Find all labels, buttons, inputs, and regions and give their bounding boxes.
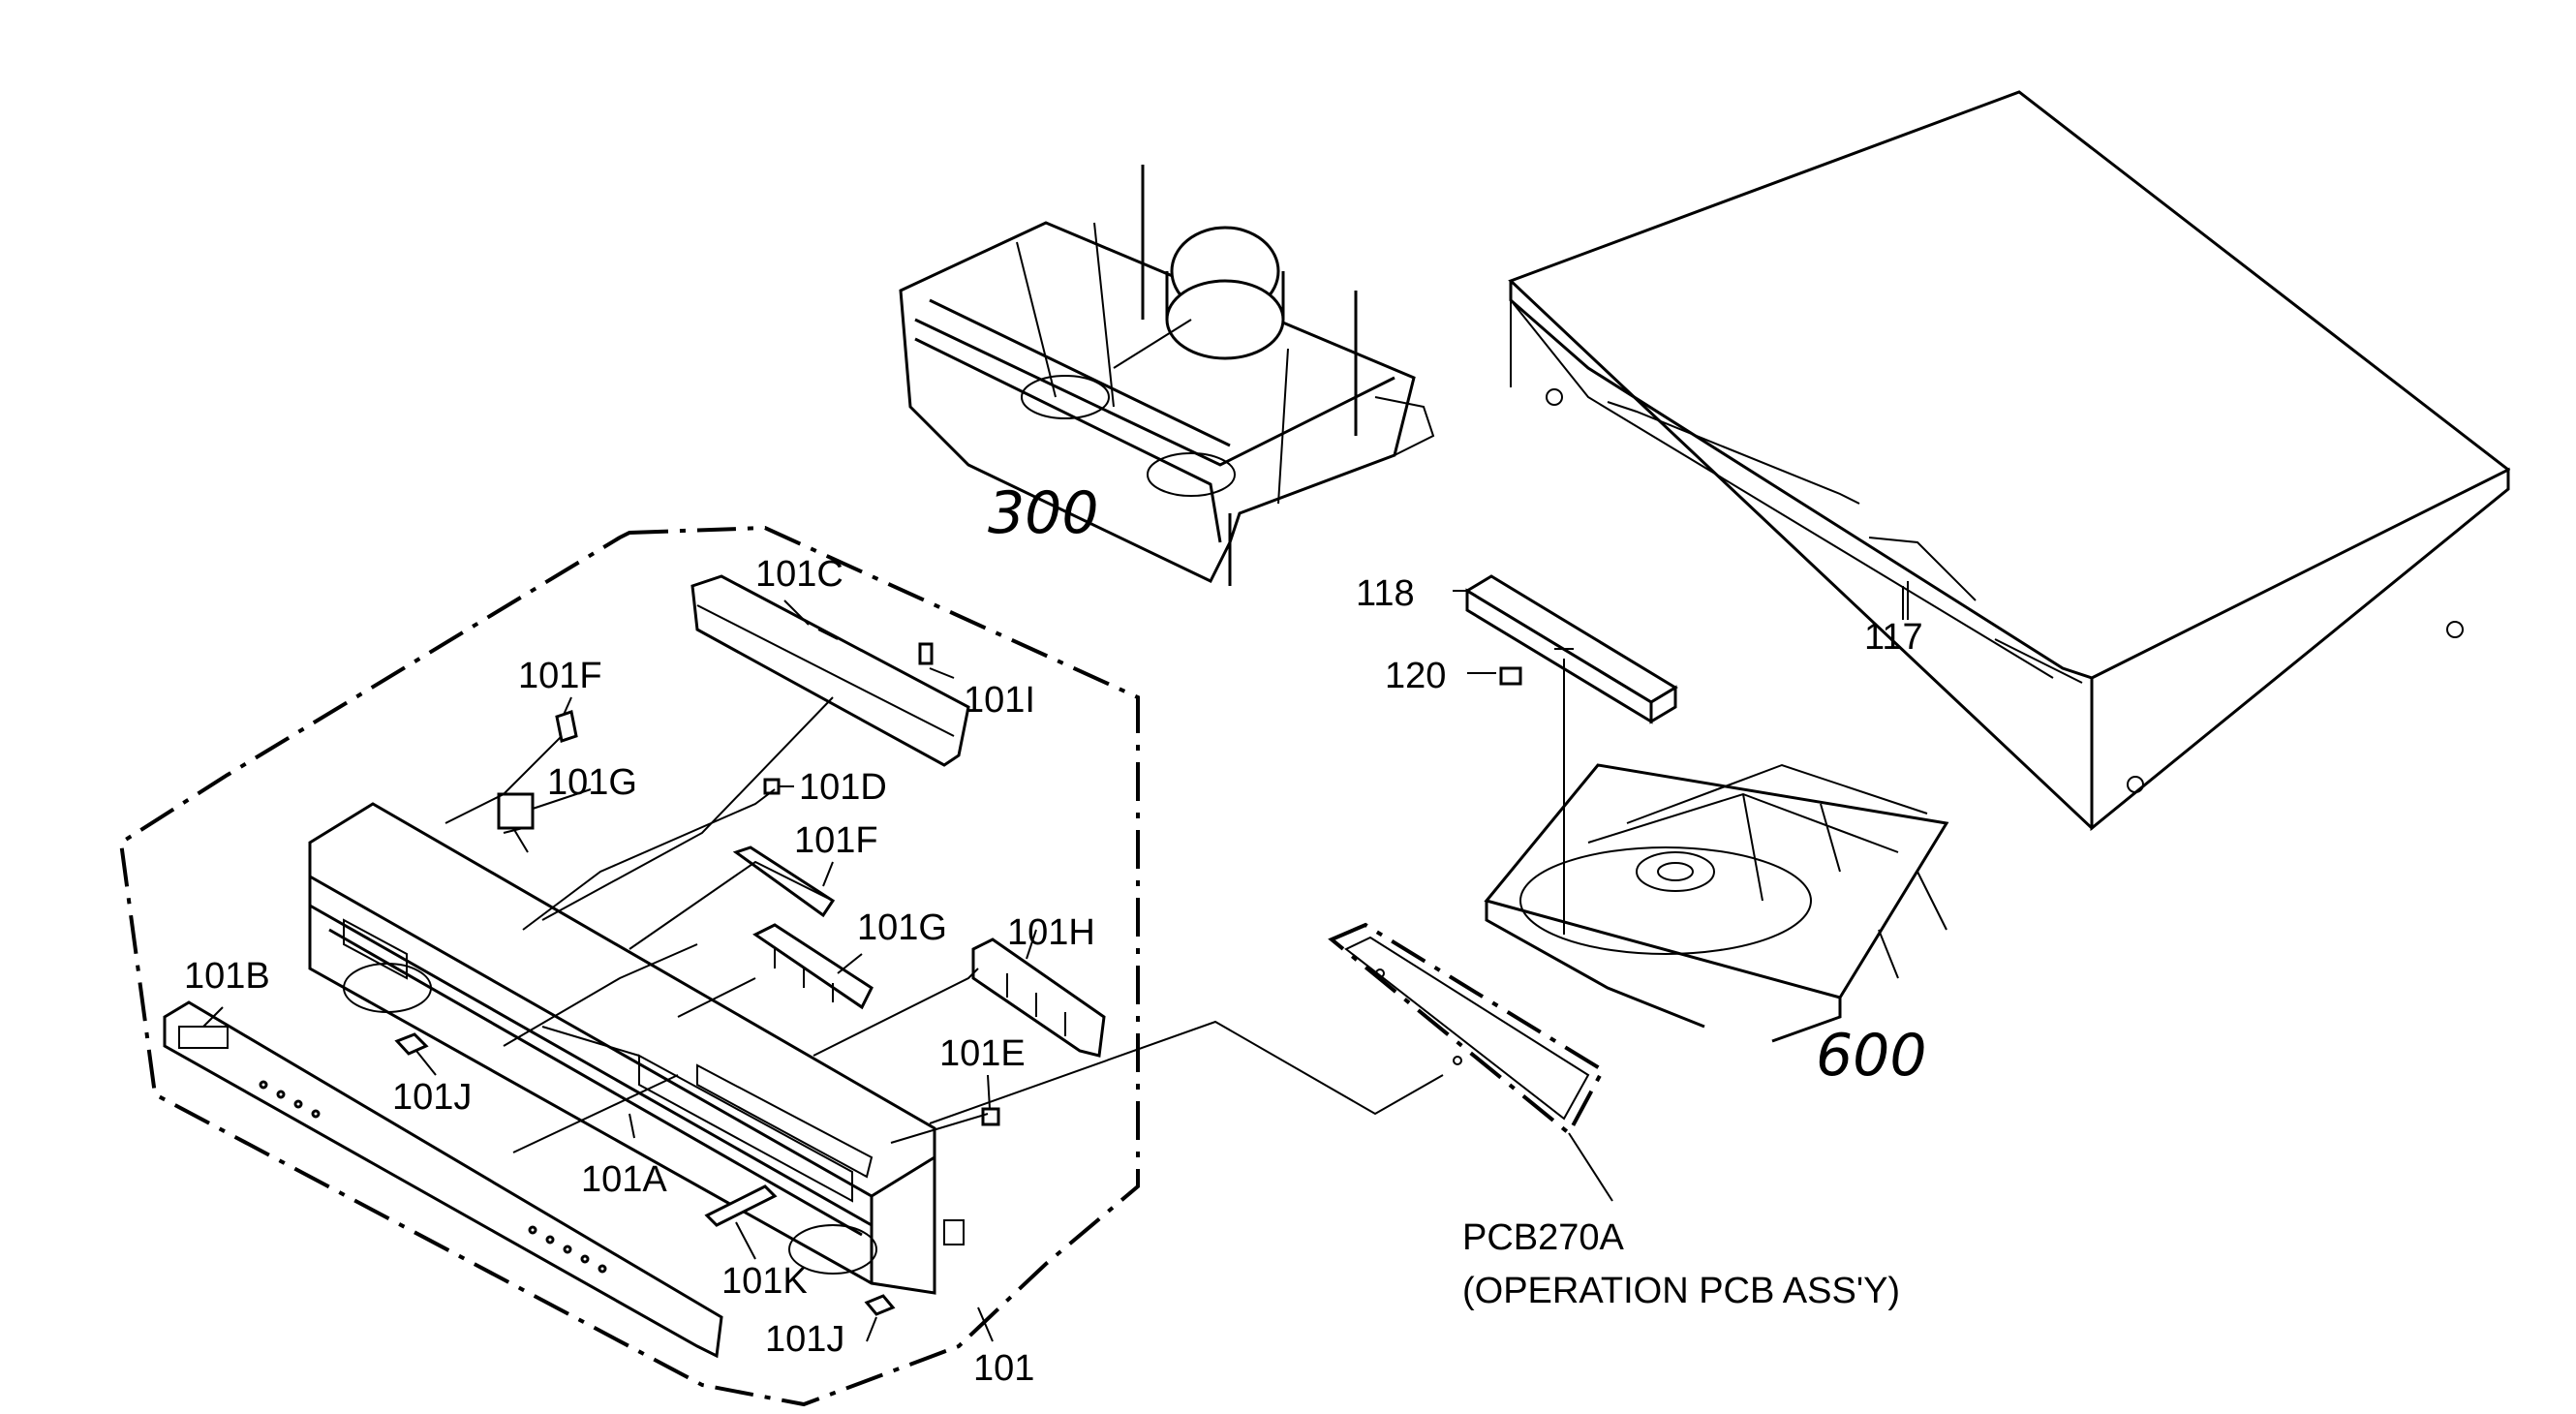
label-118: 118	[1356, 573, 1415, 614]
front-panel-assembly-boundary	[118, 525, 1140, 1407]
label-120: 120	[1385, 656, 1446, 696]
part-101G-top	[497, 792, 535, 853]
label-101J-bottom: 101J	[765, 1319, 844, 1360]
label-101B: 101B	[184, 956, 270, 997]
bar-part-118	[1464, 574, 1678, 724]
label-101C: 101C	[755, 554, 843, 595]
part-101D	[763, 778, 781, 795]
pcb-270a	[929, 922, 1613, 1202]
label-101G-top: 101G	[547, 762, 637, 803]
label-operation-pcb-assy: (OPERATION PCB ASS'Y)	[1462, 1271, 1900, 1311]
part-101I	[918, 642, 934, 665]
label-300: 300	[988, 479, 1099, 547]
label-101G-mid: 101G	[857, 907, 947, 948]
label-101K: 101K	[721, 1261, 808, 1302]
label-101D: 101D	[799, 767, 887, 808]
part-101E	[981, 1107, 1000, 1126]
part-101J-bottom	[864, 1294, 896, 1316]
label-101: 101	[973, 1348, 1034, 1389]
label-101A: 101A	[581, 1159, 667, 1200]
label-pcb270a: PCB270A	[1462, 1217, 1625, 1258]
assembly-guide-lines	[445, 696, 989, 1153]
label-600: 600	[1816, 1022, 1927, 1090]
label-101F-top: 101F	[518, 656, 602, 696]
leader-lines	[202, 586, 1904, 1342]
part-101K	[704, 1184, 778, 1227]
top-cover-117	[1508, 90, 2511, 832]
label-117: 117	[1864, 617, 1923, 658]
label-101H: 101H	[1007, 912, 1095, 953]
label-101I: 101I	[964, 680, 1035, 721]
small-part-120	[1499, 666, 1522, 686]
label-101E: 101E	[939, 1033, 1026, 1074]
front-panel-101A	[308, 802, 965, 1295]
lower-strip-101B	[163, 1000, 723, 1359]
part-101J-left	[394, 1032, 429, 1056]
bracket-101C	[690, 574, 970, 767]
part-101G-mid	[752, 923, 874, 1010]
vcr-mechanism-300	[899, 165, 1435, 586]
part-101F-top	[555, 710, 578, 743]
label-101F-mid: 101F	[794, 820, 878, 861]
label-101J-left: 101J	[392, 1077, 472, 1118]
dvd-loader-600	[1484, 763, 1949, 1043]
part-101H	[971, 938, 1106, 1058]
